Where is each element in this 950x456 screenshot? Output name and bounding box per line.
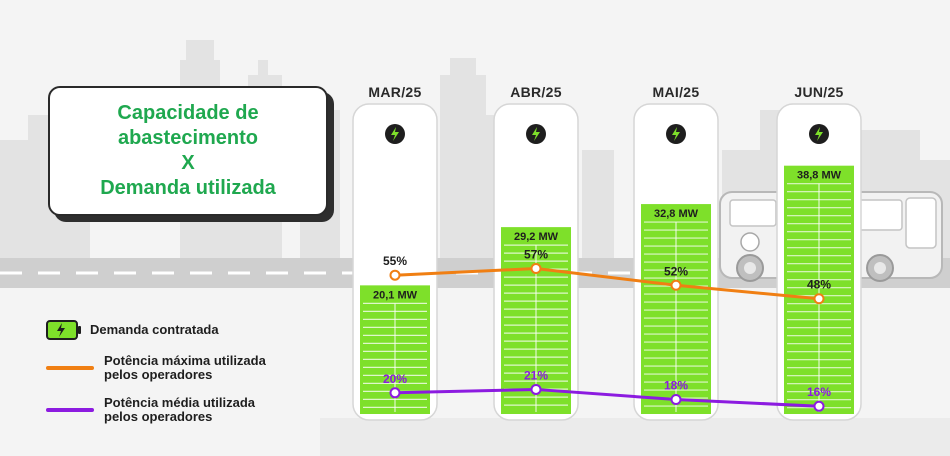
bar-label-mai: 32,8 MW [654,208,699,220]
avg-label-abr: 21% [524,368,548,382]
max-point [670,279,682,291]
bar-label-mar: 20,1 MW [373,289,418,301]
avg-point [813,400,825,412]
avg-label-mai: 18% [664,379,688,393]
avg-point [530,383,542,395]
avg-label-jun: 16% [807,385,831,399]
legend-item-max: Potência máxima utilizada pelos operador… [46,354,266,382]
max-label-mar: 55% [383,254,407,268]
bar-label-abr: 29,2 MW [514,231,559,243]
bolt-icon-glyph [532,127,540,141]
legend-label-demanda: Demanda contratada [90,322,219,337]
legend-label-max-line-1: Potência máxima utilizada [104,353,266,368]
month-label-mar: MAR/25 [368,84,422,100]
title-line-3: X [181,152,195,174]
max-label-jun: 48% [807,278,831,292]
bolt-icon-glyph [815,127,823,141]
legend-label-avg-line-1: Potência média utilizada [104,395,255,410]
max-point [530,262,542,274]
legend-item-avg: Potência média utilizada pelos operadore… [46,396,255,424]
month-label-mai: MAI/25 [652,84,700,100]
battery-icon [46,320,81,340]
legend-label-max-line-2: pelos operadores [104,367,213,382]
avg-line [394,387,820,408]
month-label-jun: JUN/25 [794,84,844,100]
orange-line-icon [46,366,94,370]
avg-point [670,394,682,406]
bolt-icon-glyph [672,127,680,141]
bar-label-jun: 38,8 MW [797,170,842,182]
max-label-abr: 57% [524,247,548,261]
purple-line-icon [46,408,94,412]
bolt-icon-glyph [391,127,399,141]
ground-strip [320,418,950,456]
max-point [813,293,825,305]
legend-label-max: Potência máxima utilizada pelos operador… [104,354,266,382]
title-line-4: Demanda utilizada [100,177,276,199]
legend-label-avg-line-2: pelos operadores [104,409,213,424]
max-line [394,266,820,301]
chart-layer: 20,1 MW 29,2 MW 32,8 MW 38,8 MW 55% 57% 52% 48%… [352,103,862,421]
avg-point [389,387,401,399]
max-point [389,269,401,281]
avg-label-mar: 20% [383,372,407,386]
legend-label-avg: Potência média utilizada pelos operadore… [104,396,255,424]
month-label-abr: ABR/25 [510,84,562,100]
title-card: Capacidade de abastecimento X Demanda ut… [48,86,328,216]
legend-item-demanda: Demanda contratada [46,320,219,340]
title-line-2: abastecimento [117,127,259,149]
title-line-1: Capacidade de [117,102,259,124]
max-label-mai: 52% [664,264,688,278]
